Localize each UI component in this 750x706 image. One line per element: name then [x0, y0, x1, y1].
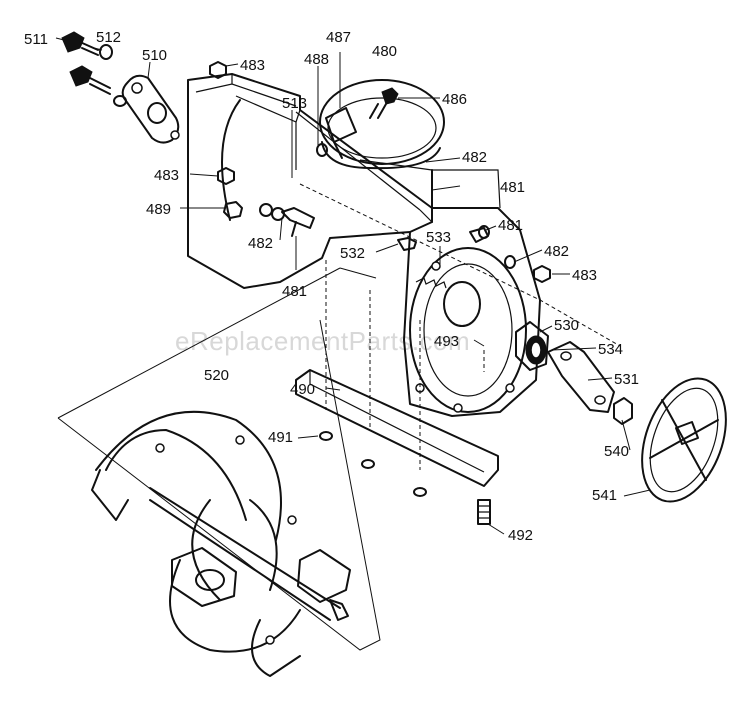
label-482-right: 482 [544, 243, 569, 260]
bolt-489 [223, 201, 243, 219]
bolt-491 [319, 431, 427, 497]
label-483-left: 483 [154, 167, 179, 184]
label-480: 480 [372, 43, 397, 60]
label-483-top: 483 [240, 57, 265, 74]
label-520: 520 [204, 367, 229, 384]
auger-assembly-520 [91, 410, 351, 677]
scraper-bar-490 [295, 260, 499, 487]
label-487: 487 [326, 29, 351, 46]
label-481-left: 481 [282, 283, 307, 300]
label-491: 491 [268, 429, 293, 446]
assembly-line-center [299, 183, 621, 347]
pulley-541 [641, 377, 727, 503]
label-486: 486 [442, 91, 467, 108]
part-labels: 511 512 510 483 487 480 488 486 513 483 … [24, 29, 639, 544]
auger-housing-frame [187, 73, 433, 289]
bolt-532 [397, 237, 417, 251]
bolt-486 [369, 87, 399, 119]
spring-533 [415, 277, 447, 289]
label-489: 489 [146, 201, 171, 218]
label-488: 488 [304, 51, 329, 68]
bolt-492 [477, 499, 491, 525]
bearing-flange-510 [121, 74, 180, 144]
label-483-right: 483 [572, 267, 597, 284]
label-481-right: 481 [498, 217, 523, 234]
label-511: 511 [24, 31, 48, 48]
label-531: 531 [614, 371, 639, 388]
spacer-540 [613, 397, 633, 425]
label-530: 530 [554, 317, 579, 334]
bearing-plate-530 [515, 321, 549, 371]
auger-housing-side [359, 159, 541, 417]
label-532: 532 [340, 245, 365, 262]
label-541: 541 [592, 487, 617, 504]
auger-assembly-outline-520 [57, 267, 381, 651]
chute-bracket-487 [325, 107, 357, 159]
label-512: 512 [96, 29, 121, 46]
label-534: 534 [598, 341, 623, 358]
label-481-top: 481 [500, 179, 525, 196]
plate-531 [547, 341, 615, 413]
bolt-511 [61, 31, 111, 95]
label-533: 533 [426, 229, 451, 246]
chute-ring-480 [319, 79, 445, 170]
label-510: 510 [142, 47, 167, 64]
label-493: 493 [434, 333, 459, 350]
label-490: 490 [290, 381, 315, 398]
label-482-top: 482 [462, 149, 487, 166]
nuts-483 [209, 61, 551, 283]
label-513: 513 [282, 95, 307, 112]
leader-lines [55, 37, 651, 535]
label-540: 540 [604, 443, 629, 460]
washer-512 [99, 44, 127, 107]
label-492: 492 [508, 527, 533, 544]
bearing-534 [525, 335, 547, 365]
label-482-left: 482 [248, 235, 273, 252]
carriage-bolt-481 [281, 207, 489, 243]
